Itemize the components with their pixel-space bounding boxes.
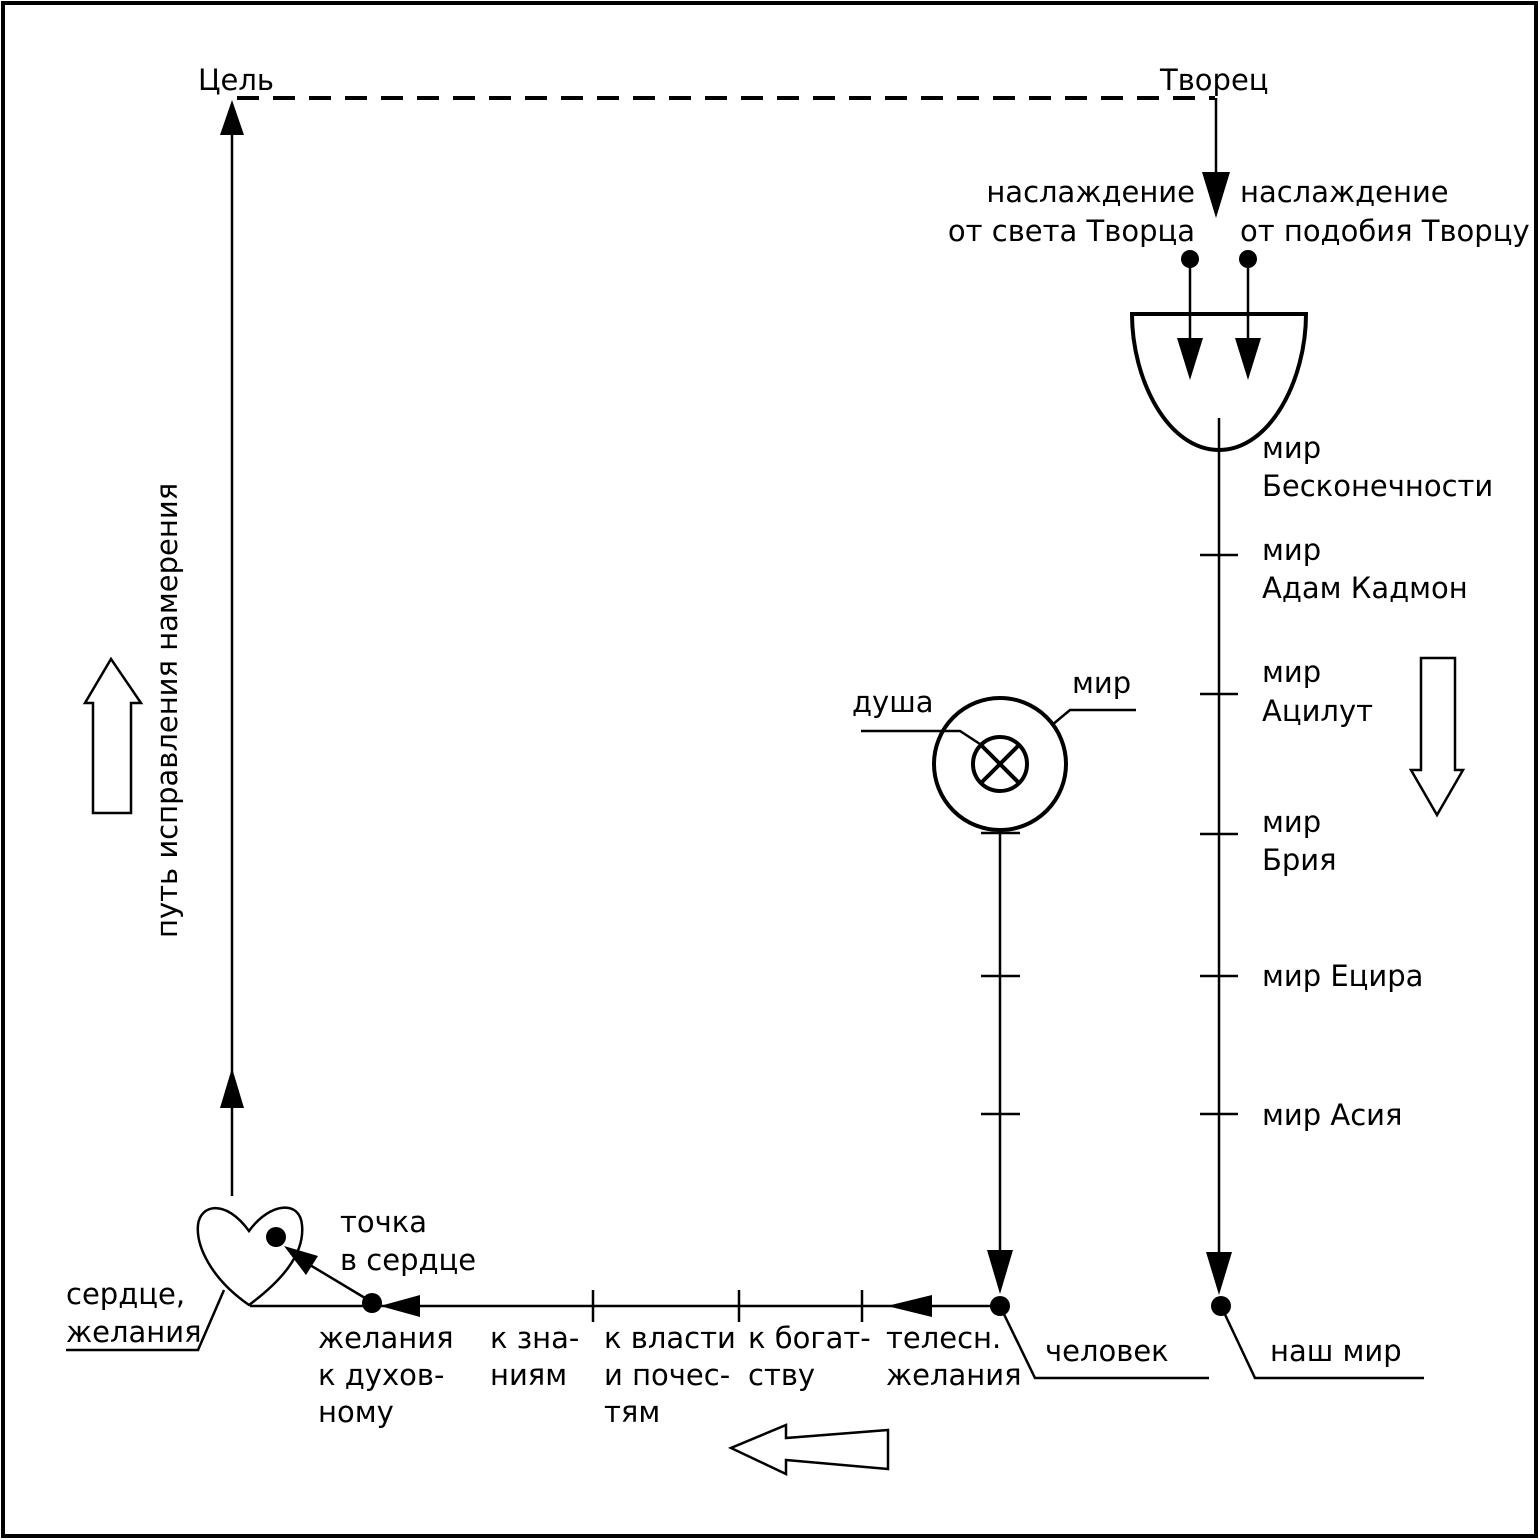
pleasure-likeness-label: наслаждение <box>1240 175 1449 209</box>
soul-circle <box>971 735 1029 793</box>
desire-power-label: к власти <box>604 1321 736 1355</box>
desire-wealth-label: к богат- <box>748 1321 871 1355</box>
human-leader-line <box>998 1305 1209 1380</box>
world-beria-label: мир <box>1262 805 1321 839</box>
world-beria-label-2: Брия <box>1262 843 1337 877</box>
desire-knowledge-label-2: ниям <box>490 1358 567 1392</box>
worlds-down-arrowhead <box>1206 1252 1232 1295</box>
spiritual-desire-dot <box>362 1293 382 1313</box>
creator-down-arrowhead <box>1202 172 1230 218</box>
desire-wealth-label-2: ству <box>748 1358 815 1392</box>
point-in-heart-label-2: в сердце <box>340 1243 476 1277</box>
point-in-heart-dot <box>266 1227 286 1247</box>
world-infinity-label-2: Бесконечности <box>1262 469 1493 503</box>
creator-label: Творец <box>1159 63 1269 97</box>
desire-power-label-2: и почес- <box>604 1358 730 1392</box>
correction-path-mid-arrowhead <box>220 1068 244 1108</box>
world-adam-kadmon-label: мир <box>1262 533 1321 567</box>
soul-cross-2 <box>979 743 1021 785</box>
desire-power-label-3: тям <box>604 1395 660 1429</box>
desire-spiritual-label-2: к духов- <box>318 1358 444 1392</box>
heart-label-2: желания <box>66 1315 202 1349</box>
pleasure-light-label-2: от света Творца <box>948 214 1195 248</box>
our-world-label: наш мир <box>1270 1334 1402 1368</box>
heart-leader-line <box>66 1289 226 1352</box>
world-adam-kadmon-label-2: Адам Кадмон <box>1262 571 1468 605</box>
our-world-leader-line <box>1219 1305 1424 1380</box>
point-in-heart-label: точка <box>340 1205 427 1239</box>
correction-path-top-arrowhead <box>220 100 244 135</box>
point-in-heart-arrowhead <box>284 1246 318 1275</box>
desire-spiritual-label-3: ному <box>318 1395 394 1429</box>
human-label: человек <box>1045 1334 1169 1368</box>
pleasure-likeness-label-2: от подобия Творцу <box>1240 214 1530 248</box>
ascent-hollow-arrow <box>82 656 144 815</box>
world-assiya-label: мир Асия <box>1262 1098 1402 1132</box>
point-in-heart-arrow-line <box>304 1260 366 1300</box>
spiritual-desire-arrowhead <box>380 1295 420 1317</box>
world-atzilut-label-2: Ацилут <box>1262 694 1373 728</box>
world-circle <box>932 696 1068 832</box>
light-arrowhead <box>1177 338 1203 380</box>
world-circle-leader-line <box>1051 708 1136 726</box>
world-atzilut-label: мир <box>1262 655 1321 689</box>
goal-label: Цель <box>198 63 274 97</box>
desire-bodily-label: телесн. <box>886 1321 1001 1355</box>
desire-bodily-label-2: желания <box>886 1358 1022 1392</box>
correction-path-label: путь исправления намерения <box>150 483 184 938</box>
world-infinity-label: мир <box>1262 431 1321 465</box>
desire-spiritual-label: желания <box>318 1321 454 1355</box>
heart-label: сердце, <box>66 1277 185 1311</box>
descent-hollow-arrow <box>1408 656 1466 818</box>
pleasure-light-label: наслаждение <box>986 175 1195 209</box>
world-yetzira-label: мир Ецира <box>1262 959 1423 993</box>
soul-label: душа <box>852 685 934 719</box>
soul-down-arrowhead <box>987 1250 1013 1294</box>
desire-knowledge-label: к зна- <box>490 1321 579 1355</box>
heart-shape <box>196 1206 304 1307</box>
desire-hollow-left-arrow <box>727 1423 890 1476</box>
desire-leftward-arrowhead <box>887 1295 932 1317</box>
soul-leader-line <box>861 729 984 748</box>
world-circle-label: мир <box>1072 666 1131 700</box>
likeness-arrowhead <box>1235 338 1261 380</box>
